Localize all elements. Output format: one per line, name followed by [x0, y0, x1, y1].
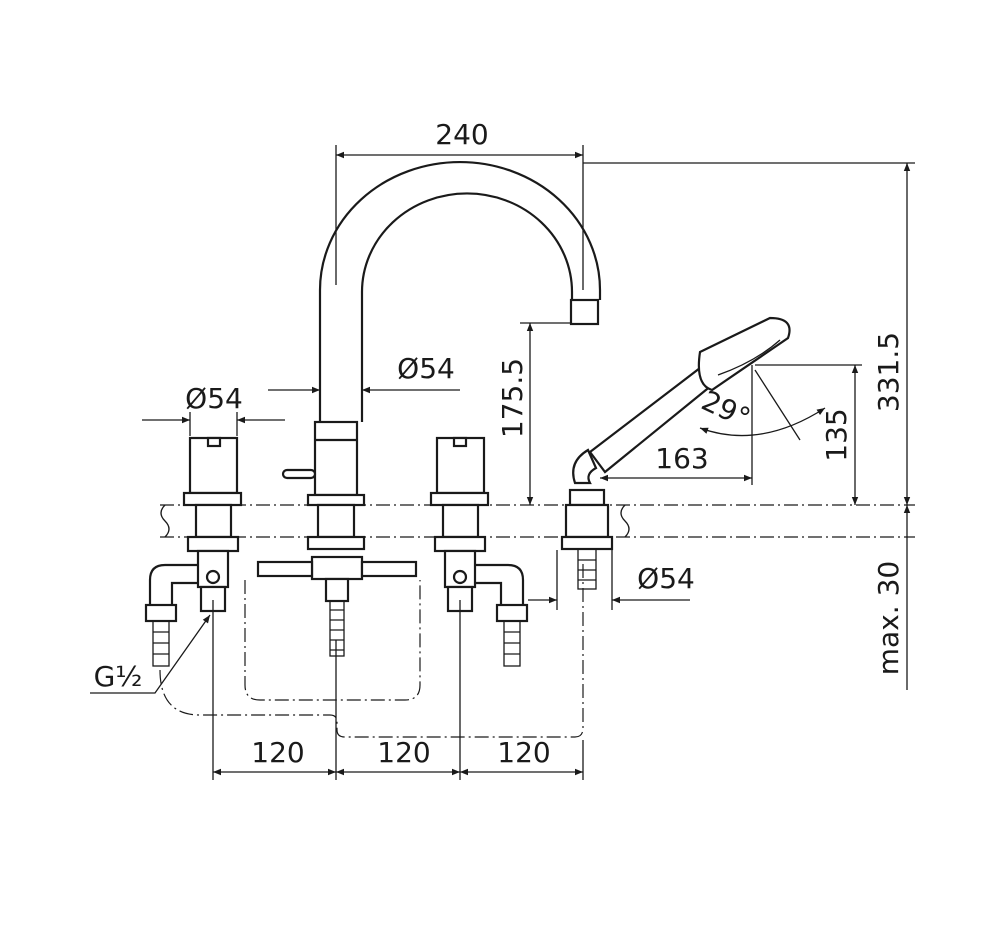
- dim-total-height: 331.5: [872, 332, 905, 412]
- dim-spout-reach: 240: [435, 118, 488, 151]
- dimension-lines: [90, 145, 915, 780]
- center-mixer-body: [256, 420, 418, 657]
- dim-deck-thickness: max. 30: [872, 561, 905, 675]
- dim-spacing-3: 120: [497, 736, 550, 769]
- dim-spout-diameter: Ø54: [397, 352, 455, 385]
- spout: [318, 160, 602, 422]
- left-valve: [144, 436, 243, 667]
- hand-shower: [560, 316, 791, 590]
- dim-spacing-1: 120: [251, 736, 304, 769]
- deck-outline: [160, 504, 915, 538]
- hose-outlines: [159, 560, 584, 738]
- dim-shower-length: 163: [655, 442, 708, 475]
- dim-spout-outlet-height: 175.5: [496, 358, 529, 438]
- dim-spacing-2: 120: [377, 736, 430, 769]
- right-valve: [429, 436, 529, 667]
- dim-connection-thread: G½: [94, 660, 143, 693]
- dimension-labels: 240 Ø54 Ø54 175.5 331.5 29° 163 135 max.…: [94, 118, 905, 769]
- dim-handle-diameter: Ø54: [185, 382, 243, 415]
- dim-shower-base-diameter: Ø54: [637, 562, 695, 595]
- dim-shower-height: 135: [820, 408, 853, 461]
